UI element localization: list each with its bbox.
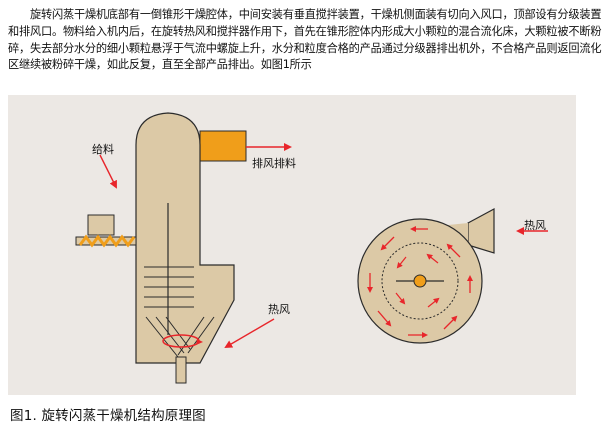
- stirrer-hub: [413, 274, 427, 288]
- dryer-side-view: [75, 112, 292, 384]
- feed-hopper: [87, 214, 115, 236]
- screw-auger: [78, 234, 136, 248]
- dryer-top-view: [357, 207, 548, 344]
- dryer-diagram: 给料 排风排料 热风 热风: [75, 112, 548, 384]
- exhaust-pipe: [199, 130, 247, 162]
- figure-caption: 图1. 旋转闪蒸干燥机结构原理图: [10, 408, 206, 424]
- article-paragraph: 旋转闪蒸干燥机底部有一倒锥形干燥腔体，中间安装有垂直搅拌装置，干燥机侧面装有切向…: [8, 8, 602, 72]
- drying-chamber: [135, 112, 235, 364]
- hot-air-right-label: 热风: [524, 219, 546, 232]
- hot-air-left-label: 热风: [268, 303, 290, 316]
- exhaust-label: 排风排料: [252, 156, 296, 170]
- feed-label: 给料: [92, 142, 114, 156]
- dryer-figure: 给料 排风排料 热风 热风: [8, 95, 576, 395]
